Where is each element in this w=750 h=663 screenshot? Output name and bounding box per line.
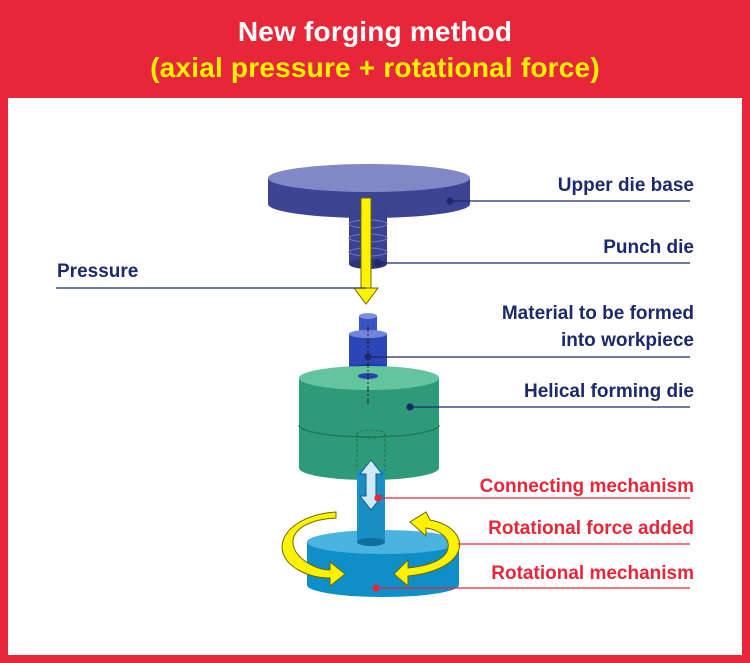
label-connecting-mechanism: Connecting mechanism [479, 476, 694, 497]
label-pressure: Pressure [57, 261, 139, 282]
label-rotational-mechanism: Rotational mechanism [491, 563, 694, 584]
title-line-2: (axial pressure + rotational force) [150, 52, 600, 83]
title-line-1: New forging method [237, 16, 513, 47]
label-helical-forming-die: Helical forming die [524, 381, 694, 402]
label-material-line-2: into workpiece [560, 330, 694, 351]
label-upper-die-base: Upper die base [557, 175, 694, 196]
label-punch-die: Punch die [603, 237, 694, 258]
leader-lines-red [372, 494, 690, 592]
rotation-arrow-left [281, 511, 346, 588]
connecting-mechanism-shape [357, 459, 385, 546]
leader-lines [56, 197, 690, 411]
rotation-arrow-right [393, 511, 460, 588]
label-rotational-force-added: Rotational force added [488, 518, 694, 539]
label-material-line-1: Material to be formed [501, 303, 694, 324]
header-banner: New forging method (axial pressure + rot… [0, 0, 750, 98]
helical-forming-die-shape [298, 366, 440, 480]
